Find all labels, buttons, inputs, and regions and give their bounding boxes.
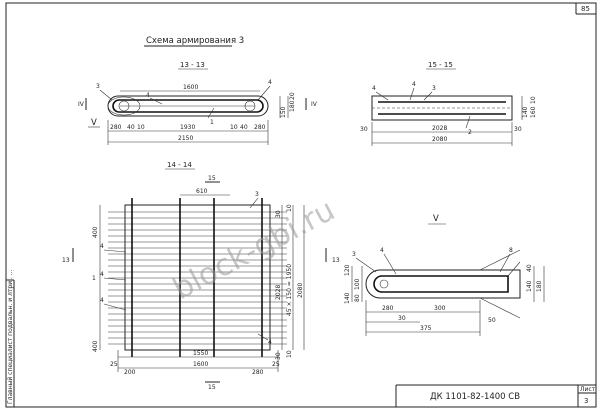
svg-text:140: 140	[526, 280, 533, 292]
section-15-title: 15 - 15	[428, 61, 453, 69]
svg-text:1600: 1600	[183, 84, 198, 91]
svg-text:25: 25	[110, 361, 118, 368]
svg-text:375: 375	[420, 325, 432, 332]
svg-text:2028: 2028	[275, 285, 282, 300]
svg-text:4: 4	[412, 81, 416, 88]
svg-text:4: 4	[146, 92, 150, 99]
svg-text:180: 180	[536, 280, 543, 292]
svg-text:100: 100	[354, 278, 361, 290]
svg-text:150: 150	[280, 106, 287, 118]
drawing-code: ДК 1101-82-1400 СВ	[430, 392, 520, 402]
svg-text:2080: 2080	[297, 283, 304, 298]
svg-text:10: 10	[286, 204, 293, 212]
svg-text:4: 4	[100, 243, 104, 250]
svg-text:120: 120	[344, 264, 351, 276]
svg-text:1600: 1600	[193, 361, 208, 368]
svg-text:10: 10	[137, 124, 145, 131]
svg-text:280: 280	[110, 124, 122, 131]
svg-text:4: 4	[268, 339, 272, 346]
svg-text:4: 4	[372, 85, 376, 92]
svg-text:10: 10	[530, 96, 537, 104]
svg-text:40: 40	[526, 264, 533, 272]
svg-text:160: 160	[530, 106, 537, 118]
svg-text:280: 280	[382, 305, 394, 312]
svg-text:8: 8	[509, 247, 513, 254]
detail-v: V 3 4 8 120 140 100 80 40 140 180 280 30…	[344, 214, 545, 336]
svg-text:30: 30	[514, 126, 522, 133]
svg-text:30: 30	[275, 210, 282, 218]
svg-text:13: 13	[62, 257, 70, 264]
svg-text:80: 80	[354, 294, 361, 302]
svg-text:140: 140	[522, 106, 529, 118]
svg-text:1: 1	[92, 275, 96, 282]
svg-text:3: 3	[255, 191, 259, 198]
svg-text:4: 4	[100, 271, 104, 278]
svg-text:50: 50	[488, 317, 496, 324]
svg-text:45 × 150 = 1950: 45 × 150 = 1950	[286, 264, 293, 316]
svg-text:2080: 2080	[432, 136, 447, 143]
svg-text:140: 140	[344, 292, 351, 304]
svg-text:10: 10	[286, 350, 293, 358]
sheet-label: Лист	[580, 386, 596, 393]
svg-text:2150: 2150	[178, 135, 193, 142]
svg-text:25: 25	[272, 361, 280, 368]
svg-text:1930: 1930	[180, 124, 195, 131]
svg-text:30: 30	[275, 352, 282, 360]
scheme-title: Схема армирования 3	[146, 36, 244, 46]
svg-text:300: 300	[434, 305, 446, 312]
svg-text:3: 3	[432, 85, 436, 92]
detail-v-title: V	[433, 214, 439, 224]
section-13-13: 13 - 13 1600 3 4 4 1 V IV IV 150 180 20	[78, 61, 318, 145]
sheet-frame	[5, 2, 597, 408]
svg-text:1: 1	[210, 119, 214, 126]
svg-text:10: 10	[230, 124, 238, 131]
side-stamp: Главный специалист подвальн. и лтри.. ..…	[7, 269, 14, 404]
svg-text:40: 40	[127, 124, 135, 131]
svg-text:2: 2	[468, 129, 472, 136]
svg-text:4: 4	[380, 247, 384, 254]
page-number: 85	[581, 5, 590, 13]
section-15-15: 15 - 15 4 3 4 2 140 160 10 30 2028 30 20…	[360, 61, 537, 146]
svg-text:3: 3	[96, 83, 100, 90]
section-13-title: 13 - 13	[180, 61, 205, 69]
svg-text:1550: 1550	[193, 350, 208, 357]
plan-outline	[124, 204, 271, 351]
svg-text:4: 4	[100, 297, 104, 304]
svg-text:280: 280	[252, 369, 264, 376]
sheet-number: 3	[584, 397, 588, 405]
svg-text:200: 200	[124, 369, 136, 376]
section-14-14: 14 - 14 15 610 3 4 4 1 4 4 13 13 400 400…	[62, 161, 340, 391]
svg-text:610: 610	[196, 188, 208, 195]
svg-text:40: 40	[240, 124, 248, 131]
svg-text:400: 400	[92, 226, 99, 238]
svg-text:180: 180	[289, 100, 296, 112]
svg-text:2028: 2028	[432, 125, 447, 132]
section-14-title: 14 - 14	[167, 161, 192, 169]
svg-text:13: 13	[332, 257, 340, 264]
svg-text:400: 400	[92, 340, 99, 352]
svg-text:IV: IV	[311, 101, 318, 108]
svg-text:IV: IV	[78, 101, 85, 108]
svg-text:30: 30	[360, 126, 368, 133]
svg-text:20: 20	[289, 92, 296, 100]
svg-text:280: 280	[254, 124, 266, 131]
callout-v: V	[91, 118, 97, 128]
svg-text:15: 15	[208, 384, 216, 391]
svg-text:3: 3	[352, 251, 356, 258]
svg-text:30: 30	[398, 315, 406, 322]
svg-text:4: 4	[268, 79, 272, 86]
svg-text:15: 15	[208, 175, 216, 182]
